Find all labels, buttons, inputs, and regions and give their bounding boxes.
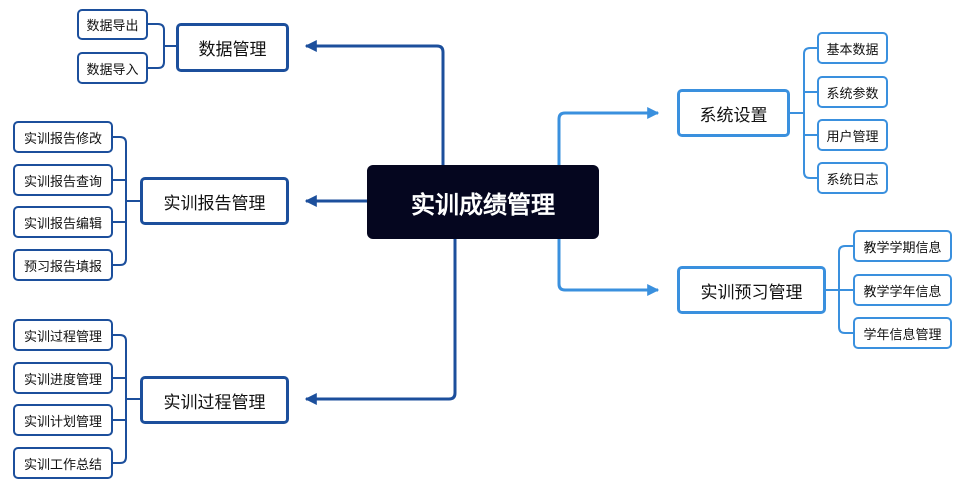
central-topic-label: 实训成绩管理 <box>411 190 555 219</box>
leaf-label: 教学学期信息 <box>863 240 942 256</box>
leaf-node[interactable]: 教学学期信息 <box>853 230 952 262</box>
leaf-node[interactable]: 系统参数 <box>817 76 888 108</box>
leaf-label: 预习报告填报 <box>23 259 102 275</box>
leaf-label: 实训计划管理 <box>23 414 102 430</box>
branch-report-management[interactable]: 实训报告管理 <box>140 177 289 225</box>
branch-label: 实训报告管理 <box>163 193 266 214</box>
leaf-node[interactable]: 学年信息管理 <box>853 317 952 349</box>
bracket-preview-management <box>826 245 853 334</box>
branch-label: 系统设置 <box>699 105 768 126</box>
leaf-node[interactable]: 数据导入 <box>77 52 148 84</box>
leaf-label: 教学学年信息 <box>863 284 942 300</box>
bracket-report-management <box>113 136 140 266</box>
branch-label: 实训过程管理 <box>163 392 266 413</box>
central-topic[interactable]: 实训成绩管理 <box>367 165 599 239</box>
leaf-label: 实训工作总结 <box>23 457 102 473</box>
leaf-label: 数据导入 <box>86 62 139 78</box>
leaf-label: 数据导出 <box>86 19 139 34</box>
leaf-label: 用户管理 <box>826 129 879 145</box>
leaf-node[interactable]: 用户管理 <box>817 119 888 151</box>
leaf-node[interactable]: 实训报告修改 <box>13 121 113 153</box>
leaf-node[interactable]: 基本数据 <box>817 32 888 64</box>
leaf-label: 学年信息管理 <box>863 327 942 343</box>
connector-preview-management <box>557 239 660 296</box>
leaf-node[interactable]: 实训计划管理 <box>13 404 113 436</box>
leaf-node[interactable]: 教学学年信息 <box>853 274 952 306</box>
branch-process-management[interactable]: 实训过程管理 <box>140 376 289 424</box>
leaf-node[interactable]: 预习报告填报 <box>13 249 113 281</box>
leaf-label: 实训进度管理 <box>23 372 102 388</box>
leaf-node[interactable]: 实训报告编辑 <box>13 206 113 238</box>
leaf-node[interactable]: 实训报告查询 <box>13 164 113 196</box>
branch-system-settings[interactable]: 系统设置 <box>677 89 790 137</box>
bracket-system-settings <box>790 47 817 179</box>
connector-data-management <box>304 40 445 165</box>
leaf-label: 系统参数 <box>826 86 879 102</box>
branch-preview-management[interactable]: 实训预习管理 <box>677 266 826 314</box>
leaf-node[interactable]: 实训工作总结 <box>13 447 113 479</box>
leaf-node[interactable]: 实训过程管理 <box>13 319 113 351</box>
bracket-data-management <box>148 23 176 69</box>
leaf-label: 实训报告修改 <box>23 131 102 147</box>
connector-system-settings <box>557 107 660 165</box>
leaf-label: 系统日志 <box>826 172 879 188</box>
leaf-node[interactable]: 实训进度管理 <box>13 362 113 394</box>
leaf-label: 实训报告编辑 <box>23 216 102 232</box>
leaf-label: 基本数据 <box>826 42 879 58</box>
branch-data-management[interactable]: 数据管理 <box>176 23 289 72</box>
leaf-label: 实训过程管理 <box>23 329 102 345</box>
bracket-process-management <box>113 334 140 464</box>
branch-label: 数据管理 <box>198 40 267 60</box>
leaf-label: 实训报告查询 <box>23 174 102 190</box>
branch-label: 实训预习管理 <box>700 282 803 303</box>
leaf-node[interactable]: 数据导出 <box>77 9 148 40</box>
leaf-node[interactable]: 系统日志 <box>817 162 888 194</box>
connector-process-management <box>304 239 457 405</box>
